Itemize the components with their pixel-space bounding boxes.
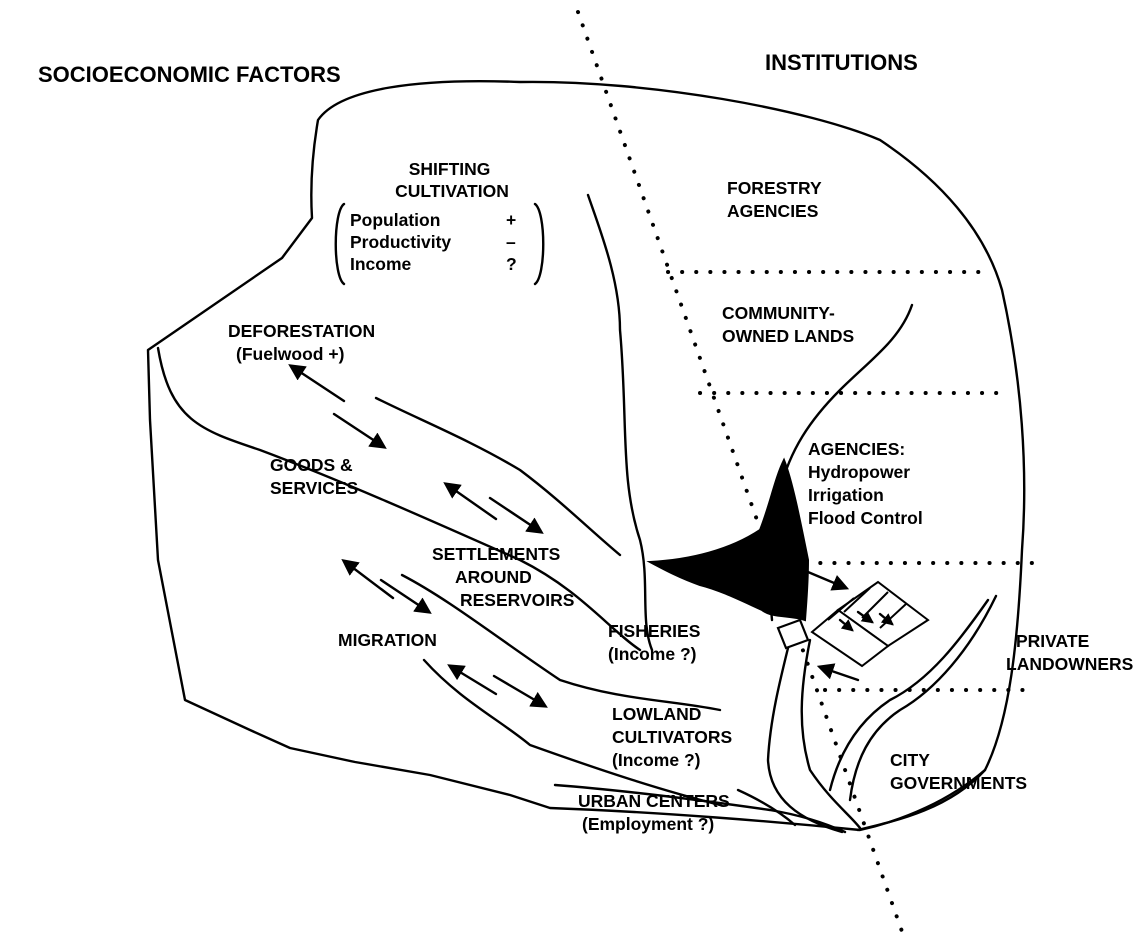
watershed-outline — [146, 79, 1026, 832]
bracket-right — [533, 202, 545, 286]
valley-line-left — [586, 193, 654, 652]
dam-structure — [776, 618, 810, 650]
right-tributary-outer — [828, 598, 990, 792]
label-private-landowners: PRIVATE LANDOWNERS — [1006, 631, 1133, 674]
reservoir-area — [646, 457, 810, 622]
field-flow-arrow-2 — [856, 610, 874, 624]
shifting-sign-productivity: – — [506, 232, 516, 252]
urban-stream-line — [553, 783, 847, 834]
arrow-migration-lowland — [447, 664, 548, 708]
label-city-governments: CITY GOVERNMENTS — [890, 750, 1027, 793]
canal-arrow-out — [806, 570, 850, 591]
shifting-row-population: Population — [350, 210, 440, 230]
label-urban-centers: URBAN CENTERS (Employment ?) — [578, 791, 735, 834]
label-deforestation: DEFORESTATION (Fuelwood +) — [228, 321, 380, 364]
shifting-sign-population: + — [506, 210, 516, 230]
header-socioeconomic-factors: SOCIOECONOMIC FACTORS — [38, 62, 341, 87]
label-migration: MIGRATION — [338, 630, 437, 650]
river-right-bank — [800, 638, 862, 830]
ridge-line-lower — [400, 573, 722, 712]
ridge-line-bottom — [422, 658, 722, 807]
ridge-line-middle — [374, 396, 622, 557]
bracket-left — [334, 202, 346, 286]
lowland-stream-line — [736, 788, 797, 827]
dotted-divider-line — [576, 10, 907, 942]
label-goods-services: GOODS & SERVICES — [270, 455, 358, 498]
irrigation-fields — [810, 580, 930, 668]
field-flow-arrow-1 — [838, 618, 854, 632]
shifting-row-income: Income — [350, 254, 412, 274]
label-lowland-cultivators: LOWLAND CULTIVATORS (Income ?) — [612, 704, 737, 770]
canal-arrow-back — [816, 663, 860, 682]
label-fisheries: FISHERIES (Income ?) — [608, 621, 705, 664]
shifting-row-productivity: Productivity — [350, 232, 451, 252]
header-institutions: INSTITUTIONS — [765, 50, 918, 75]
shifting-sign-income: ? — [506, 254, 517, 274]
city-bottom-line — [856, 768, 987, 832]
shifting-cultivation-title: SHIFTING CULTIVATION — [395, 159, 509, 201]
label-forestry-agencies: FORESTRY AGENCIES — [727, 178, 826, 221]
arrow-goods-settlements — [443, 482, 544, 534]
label-community-owned-lands: COMMUNITY- OWNED LANDS — [722, 303, 854, 346]
field-flow-arrow-3 — [878, 612, 894, 626]
label-settlements: SETTLEMENTS AROUND RESERVOIRS — [432, 544, 574, 610]
right-tributary-inner — [848, 594, 998, 802]
label-agencies: AGENCIES: Hydropower Irrigation Flood Co… — [808, 439, 923, 528]
arrow-migration-goods — [341, 558, 432, 614]
arrow-deforestation-goods — [288, 364, 387, 449]
ridge-line-upper — [156, 346, 642, 652]
